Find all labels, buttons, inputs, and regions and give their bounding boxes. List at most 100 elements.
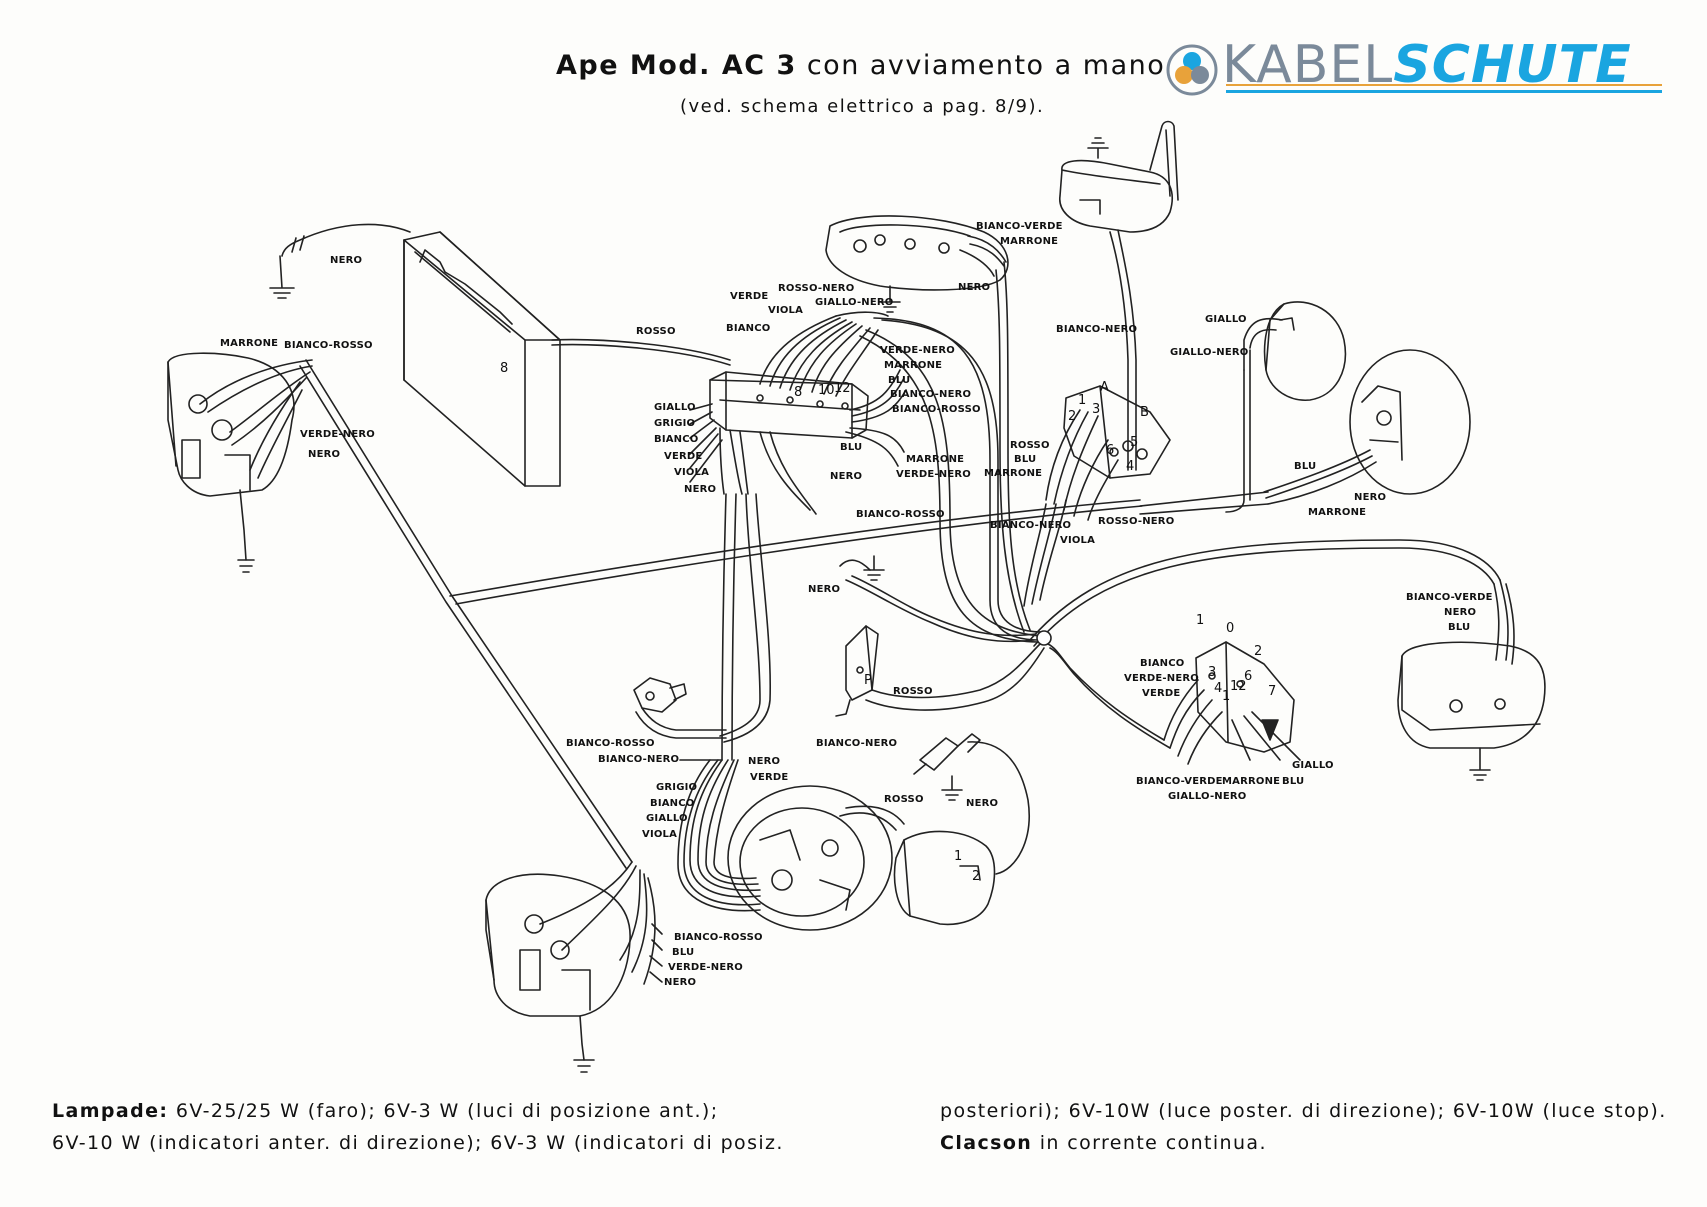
battery-ground-wire xyxy=(281,223,411,257)
logo-circles-icon xyxy=(1166,44,1218,96)
label-bianco-verde-tail: BIANCO-VERDE xyxy=(1406,592,1493,603)
label-nero-mid: NERO xyxy=(830,471,862,482)
label-rosso-regulator: ROSSO xyxy=(893,686,933,697)
label-blu-right: BLU xyxy=(888,375,910,386)
regulator-terminal-p: P xyxy=(864,673,872,688)
label-bianco-nero-right: BIANCO-NERO xyxy=(890,389,971,400)
label-verde-nero-rear: VERDE-NERO xyxy=(668,962,743,973)
label-nero-rh: NERO xyxy=(1354,492,1386,503)
label-verde-top: VERDE xyxy=(730,291,768,302)
logo-underline-blue xyxy=(1226,90,1662,93)
label-viola-top: VIOLA xyxy=(768,305,803,316)
kabelschute-logo: KABELSCHUTE xyxy=(1166,35,1666,102)
page-subtitle: (ved. schema elettrico a pag. 8/9). xyxy=(680,96,1045,117)
leverswitch-terminal-4: 4 xyxy=(1214,681,1222,696)
logo-part-schute: SCHUTE xyxy=(1393,35,1632,95)
battery-terminal-8: 8 xyxy=(500,361,508,376)
label-verde-nero-lh: VERDE-NERO xyxy=(300,429,375,440)
headlamp xyxy=(825,215,1009,291)
label-giallo-nero-rh: GIALLO-NERO xyxy=(1170,347,1249,358)
label-marrone-lamp: MARRONE xyxy=(1000,236,1058,247)
direction-switch xyxy=(1195,641,1295,753)
footer-lamps-text1: 6V-25/25 W (faro); 6V-3 W (luci di posiz… xyxy=(175,1100,719,1122)
label-blu-rh: BLU xyxy=(1294,461,1316,472)
label-bianco-magneto: BIANCO xyxy=(650,798,695,809)
light-switch xyxy=(1063,385,1171,479)
label-rosso-switch: ROSSO xyxy=(1010,440,1050,451)
label-viola-magneto: VIOLA xyxy=(642,829,677,840)
page-title: Ape Mod. AC 3 con avviamento a mano xyxy=(556,50,1165,81)
junction-terminal-10: 10 xyxy=(818,383,835,398)
logo-underline-orange xyxy=(1226,84,1662,86)
label-nero-rear: NERO xyxy=(664,977,696,988)
label-marrone-rh: MARRONE xyxy=(1308,507,1366,518)
label-giallo-leverswitch: GIALLO xyxy=(1292,760,1334,771)
spark-plug xyxy=(913,733,981,775)
label-nero-tail: NERO xyxy=(1444,607,1476,618)
label-viola-switch: VIOLA xyxy=(1060,535,1095,546)
label-bianco-leverswitch: BIANCO xyxy=(1140,658,1185,669)
horn xyxy=(1059,120,1179,233)
label-bianco-nero-stop: BIANCO-NERO xyxy=(598,754,679,765)
label-grigio-left: GRIGIO xyxy=(654,418,695,429)
leverswitch-terminal-1: 1 xyxy=(1222,689,1230,704)
label-bianco-nero-switch: BIANCO-NERO xyxy=(990,520,1071,531)
label-marrone-lh: MARRONE xyxy=(220,338,278,349)
label-marrone-right: MARRONE xyxy=(884,360,942,371)
footer-horn-line: Clacson in corrente continua. xyxy=(940,1132,1267,1154)
right-front-lamp xyxy=(1349,349,1471,495)
label-blu-switch: BLU xyxy=(1014,454,1036,465)
label-blu-mid: BLU xyxy=(840,442,862,453)
label-verde-magneto: VERDE xyxy=(750,772,788,783)
label-viola-left: VIOLA xyxy=(674,467,709,478)
label-giallo-magneto: GIALLO xyxy=(646,813,688,824)
label-bianco-nero-horn: BIANCO-NERO xyxy=(1056,324,1137,335)
leverswitch-position-0: 0 xyxy=(1226,621,1234,636)
label-marrone-switch: MARRONE xyxy=(984,468,1042,479)
footer-lamps-line2: 6V-10 W (indicatori anter. di direzione)… xyxy=(52,1132,784,1154)
label-nero-lh: NERO xyxy=(308,449,340,460)
coil-terminal-2: 2 xyxy=(972,869,980,884)
label-verde-leverswitch: VERDE xyxy=(1142,688,1180,699)
logo-wordmark: KABELSCHUTE xyxy=(1222,34,1632,96)
battery-ground-symbol xyxy=(269,255,295,299)
label-giallo-nero-top: GIALLO-NERO xyxy=(815,297,894,308)
label-bianco-rosso-rear: BIANCO-ROSSO xyxy=(674,932,763,943)
magneto xyxy=(727,785,893,931)
label-bianco-rosso-lh: BIANCO-ROSSO xyxy=(284,340,373,351)
switch-terminal-b: B xyxy=(1140,405,1149,420)
label-bianco-verde-lamp: BIANCO-VERDE xyxy=(976,221,1063,232)
label-verde-left: VERDE xyxy=(664,451,702,462)
leverswitch-terminal-3: 3 xyxy=(1208,665,1216,680)
right-indicator-lamp xyxy=(1263,301,1347,401)
switch-terminal-6: 6 xyxy=(1106,443,1114,458)
footer-lamps-line3: posteriori); 6V-10W (luce poster. di dir… xyxy=(940,1100,1667,1122)
junction-box xyxy=(709,371,869,439)
title-model: Ape Mod. AC 3 xyxy=(556,50,797,81)
title-description: con avviamento a mano xyxy=(806,50,1166,81)
label-giallo-nero-leverswitch: GIALLO-NERO xyxy=(1168,791,1247,802)
label-verde-nero-leverswitch: VERDE-NERO xyxy=(1124,673,1199,684)
leverswitch-terminal-12: 12 xyxy=(1230,679,1247,694)
logo-part-kabel: KABEL xyxy=(1222,35,1394,95)
leverswitch-position-2: 2 xyxy=(1254,644,1262,659)
left-front-lamp xyxy=(167,352,295,497)
switch-terminal-4: 4 xyxy=(1126,459,1134,474)
junction-terminal-12: 12 xyxy=(834,381,851,396)
label-bianco-verde-leverswitch: BIANCO-VERDE xyxy=(1136,776,1223,787)
coil-terminal-1: 1 xyxy=(954,849,962,864)
footer-lamps-line1: Lampade: 6V-25/25 W (faro); 6V-3 W (luci… xyxy=(52,1100,719,1122)
switch-terminal-1: 1 xyxy=(1078,393,1086,408)
label-grigio-magneto: GRIGIO xyxy=(656,782,697,793)
left-rear-lamp xyxy=(485,873,631,1017)
label-bianco-left: BIANCO xyxy=(654,434,699,445)
label-nero-ground: NERO xyxy=(808,584,840,595)
label-blu-leverswitch: BLU xyxy=(1282,776,1304,787)
label-marrone-leverswitch: MARRONE xyxy=(1222,776,1280,787)
stop-switch xyxy=(633,677,687,713)
label-rosso-nero-switch: ROSSO-NERO xyxy=(1098,516,1174,527)
label-marrone-mid: MARRONE xyxy=(906,454,964,465)
label-rosso-nero-top: ROSSO-NERO xyxy=(778,283,854,294)
label-verde-nero-mid: VERDE-NERO xyxy=(896,469,971,480)
